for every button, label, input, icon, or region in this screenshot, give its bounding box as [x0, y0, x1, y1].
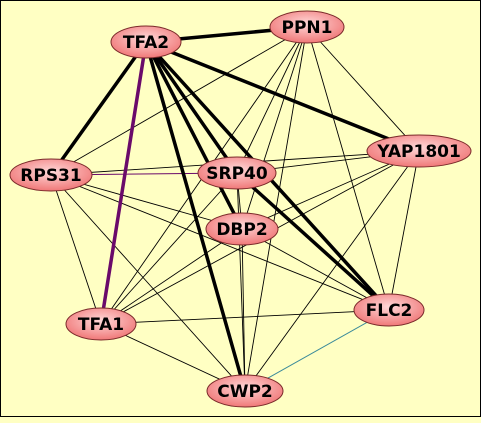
- edge-ppn1-srp40: [236, 26, 308, 174]
- edge-tfa2-dbp2: [144, 40, 244, 231]
- edge-yap1801-cwp2: [244, 150, 420, 392]
- node-rps31[interactable]: RPS31: [9, 158, 93, 192]
- node-label: YAP1801: [376, 142, 461, 162]
- edge-rps31-tfa1: [50, 174, 102, 325]
- node-ellipse: [353, 293, 425, 327]
- edge-rps31-flc2: [50, 174, 390, 311]
- node-ellipse: [65, 307, 137, 341]
- node-label: PPN1: [282, 18, 333, 38]
- node-ellipse: [9, 158, 93, 192]
- node-tfa1[interactable]: TFA1: [65, 307, 137, 341]
- edges-layer: [49, 25, 421, 393]
- node-ellipse: [197, 156, 277, 190]
- edge-dbp2-tfa1: [100, 228, 243, 325]
- node-ellipse: [110, 25, 182, 59]
- node-ppn1[interactable]: PPN1: [269, 10, 345, 44]
- edge-srp40-flc2: [235, 171, 391, 312]
- node-ellipse: [205, 212, 279, 246]
- node-ellipse: [269, 10, 345, 44]
- edge-yap1801-flc2: [388, 150, 420, 311]
- edge-dbp2-flc2: [241, 228, 390, 311]
- edge-tfa2-srp40: [144, 40, 239, 175]
- edge-tfa2-yap1801: [144, 40, 421, 153]
- edge-srp40-tfa1: [100, 172, 238, 325]
- node-label: RPS31: [20, 166, 81, 186]
- node-cwp2[interactable]: CWP2: [206, 374, 284, 408]
- node-ellipse: [206, 374, 284, 408]
- edge-ppn1-rps31: [50, 26, 308, 176]
- node-label: FLC2: [366, 301, 413, 321]
- edge-dbp2-cwp2: [241, 228, 246, 392]
- edge-rps31-cwp2: [50, 174, 246, 392]
- edge-tfa2-tfa1: [99, 40, 148, 326]
- node-label: TFA1: [78, 315, 124, 335]
- edge-tfa2-cwp2: [144, 40, 247, 393]
- node-flc2[interactable]: FLC2: [353, 293, 425, 327]
- edge-ppn1-flc2: [306, 26, 390, 311]
- edge-tfa2-rps31: [49, 40, 148, 177]
- edge-tfa1-flc2: [100, 309, 390, 325]
- node-label: TFA2: [123, 33, 169, 53]
- node-label: DBP2: [216, 220, 267, 240]
- edge-ppn1-dbp2: [241, 26, 308, 230]
- edge-ppn1-yap1801: [306, 26, 420, 152]
- node-dbp2[interactable]: DBP2: [205, 212, 279, 246]
- edge-srp40-cwp2: [236, 172, 246, 392]
- node-label: CWP2: [217, 382, 273, 402]
- node-ellipse: [366, 134, 472, 168]
- edge-flc2-cwp2: [244, 309, 390, 392]
- node-tfa2[interactable]: TFA2: [110, 25, 182, 59]
- node-yap1801[interactable]: YAP1801: [366, 134, 472, 168]
- node-srp40[interactable]: SRP40: [197, 156, 277, 190]
- node-label: SRP40: [206, 164, 268, 184]
